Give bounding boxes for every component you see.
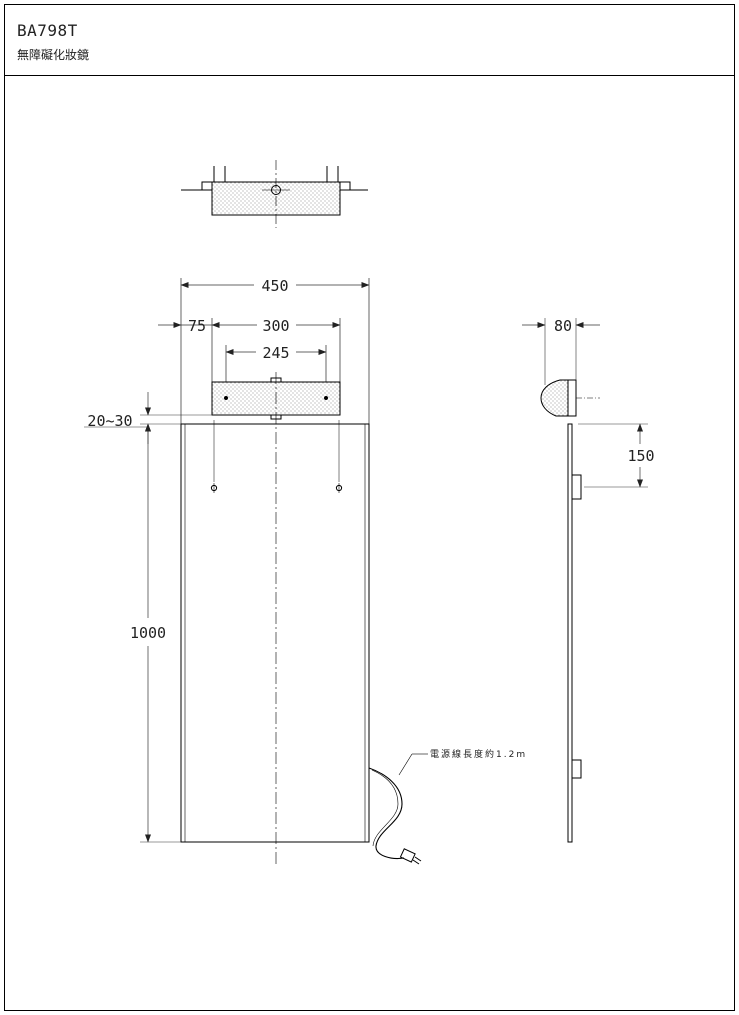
drawing-frame: BA798T 無障礙化妝鏡 — [4, 4, 735, 1011]
dim-edge-offset: 75 — [188, 317, 206, 335]
dim-depth: 80 — [554, 317, 572, 335]
power-cord — [368, 767, 405, 860]
dim-bracket-drop: 150 — [627, 447, 654, 465]
side-view — [540, 379, 600, 843]
side-view-clip-lower — [571, 759, 582, 779]
side-view-bracket-curve — [540, 379, 569, 417]
cord-length-note: 電源線長度約1.2m — [430, 748, 527, 760]
side-view-bracket-plate — [567, 379, 577, 417]
dim-top-gap: 20~30 — [87, 412, 132, 430]
front-view-dimensions — [84, 282, 370, 843]
front-view — [180, 278, 428, 865]
front-view-hole-left — [224, 396, 228, 400]
power-cord-inner — [371, 769, 399, 847]
front-view-mirror — [180, 423, 370, 843]
dim-overall-width: 450 — [261, 277, 288, 295]
front-view-hole-right — [324, 396, 328, 400]
model-number: BA798T — [17, 21, 78, 40]
dim-mirror-height: 1000 — [130, 624, 166, 642]
product-name: 無障礙化妝鏡 — [17, 48, 90, 62]
power-plug — [399, 848, 422, 865]
title-block: BA798T 無障礙化妝鏡 — [5, 5, 734, 76]
dim-mount-span: 300 — [262, 317, 289, 335]
top-view-clip-right — [339, 181, 351, 191]
side-view-dimensions — [522, 318, 648, 488]
top-view-clip-left — [201, 181, 213, 191]
side-view-clip-upper — [571, 474, 582, 500]
side-view-mirror — [567, 423, 573, 843]
top-view — [181, 160, 368, 228]
cord-note-leader — [398, 753, 413, 776]
dim-hole-span: 245 — [262, 344, 289, 362]
